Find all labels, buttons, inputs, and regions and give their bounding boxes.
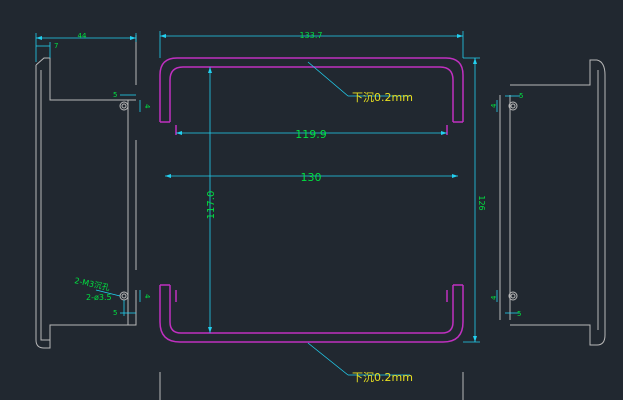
- note-hole-diameter: 2-ø3.5: [86, 293, 112, 302]
- dim-44-label: 44: [78, 32, 87, 40]
- dim-left-5-lower-label: 5: [113, 309, 117, 317]
- note-bottom-sink: 下沉0.2mm: [352, 371, 413, 384]
- center-profile: [159, 57, 464, 343]
- right-lower-screw-hole-inner: [510, 293, 516, 299]
- left-side-inner-line: [40, 70, 50, 341]
- dim-117-label: 117.0: [206, 191, 217, 220]
- leader-top-sink: [307, 61, 349, 97]
- dimension-labels: 44 7 133.7 119.9 130 117.0 126 5 4 4 5 5…: [54, 31, 523, 318]
- dim-126-label: 126: [477, 195, 486, 210]
- dim-right-5-upper-label: 5: [519, 92, 523, 100]
- profile-bottom-lips: [175, 290, 448, 302]
- dimension-lines: [35, 31, 520, 376]
- right-side-view: [499, 59, 606, 346]
- right-upper-screw-hole-inner: [510, 103, 516, 109]
- profile-inner-top: [169, 66, 454, 122]
- note-top-sink: 下沉0.2mm: [352, 91, 413, 104]
- profile-outer-bottom: [159, 285, 464, 343]
- right-side-outline: [510, 59, 606, 346]
- right-lower-screw-hole: [508, 291, 518, 301]
- dim-right-4-upper-label: 4: [490, 103, 498, 108]
- profile-outer-top: [159, 57, 464, 122]
- dim-133-7-label: 133.7: [300, 31, 323, 40]
- right-upper-screw-hole: [508, 101, 518, 111]
- leader-bottom-sink: [307, 342, 349, 376]
- dim-left-5-upper-label: 5: [113, 91, 117, 99]
- left-side-outline: [35, 35, 137, 349]
- profile-inner-bottom: [169, 285, 454, 334]
- center-cut-lines: [159, 372, 464, 400]
- left-upper-screw-hole-inner: [121, 103, 127, 109]
- dim-left-4-upper-label: 4: [143, 104, 151, 109]
- dim-119-9-label: 119.9: [295, 128, 327, 141]
- left-upper-screw-hole: [119, 101, 129, 111]
- left-lower-screw-hole-inner: [121, 293, 127, 299]
- dim-right-5-lower-label: 5: [517, 310, 521, 318]
- dim-right-4-lower-label: 4: [490, 295, 498, 300]
- dim-left-4-lower-label: 4: [143, 294, 151, 299]
- dim-130-label: 130: [301, 171, 322, 184]
- dim-7-label: 7: [54, 42, 58, 50]
- leader-hole-note: [95, 289, 121, 297]
